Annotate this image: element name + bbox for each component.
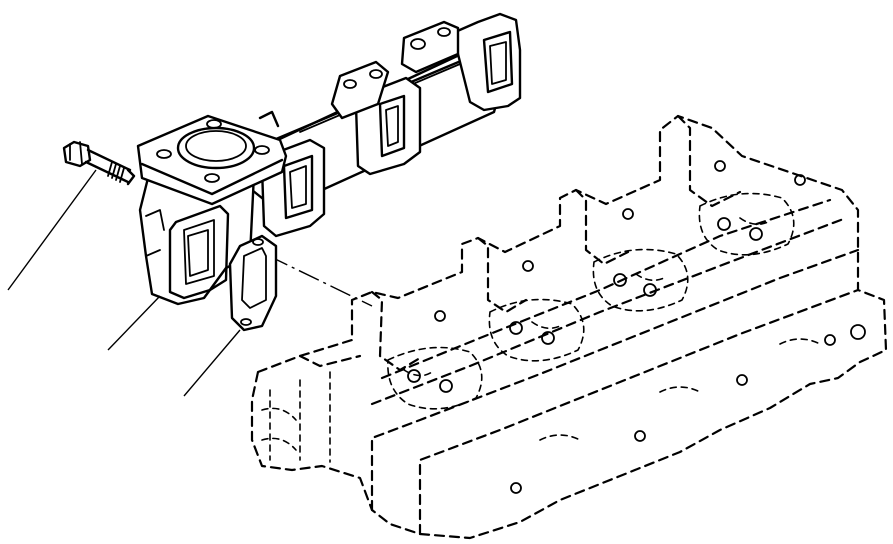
exhaust-manifold-icon bbox=[136, 12, 522, 306]
manifold-gasket-icon bbox=[228, 234, 278, 332]
flange-bolt-icon bbox=[62, 140, 136, 186]
alignment-center-line bbox=[235, 239, 373, 307]
leader-line-bolt bbox=[7, 169, 97, 291]
leader-line-gasket bbox=[183, 329, 241, 397]
leader-lines bbox=[7, 169, 241, 397]
cylinder-head-icon bbox=[250, 114, 888, 540]
leader-line-manifold bbox=[107, 295, 161, 351]
